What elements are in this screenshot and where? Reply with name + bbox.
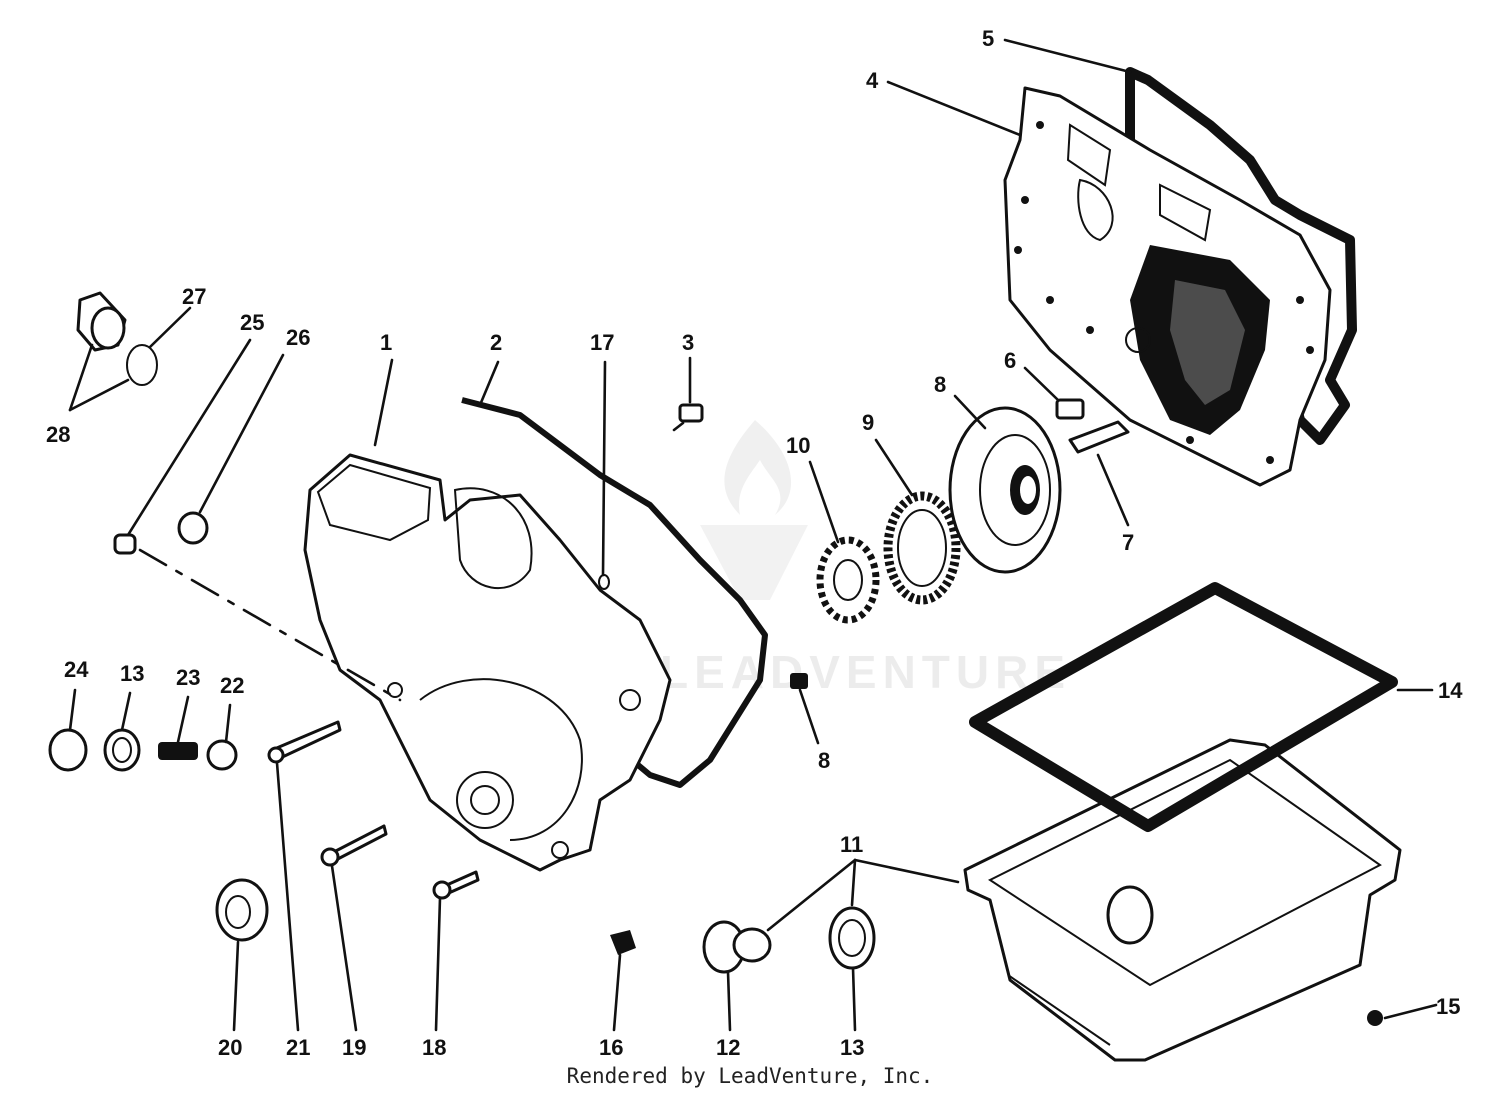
- callout-17: 17: [590, 330, 614, 355]
- callout-18: 18: [422, 1035, 446, 1060]
- callout-23: 23: [176, 665, 200, 690]
- callout-26: 26: [286, 325, 310, 350]
- washer-13-left: [103, 728, 141, 772]
- spring-23: [158, 742, 198, 760]
- gear-case-1: [303, 453, 672, 872]
- callout-19: 19: [342, 1035, 366, 1060]
- callout-8-upper: 8: [934, 372, 946, 397]
- callout-14: 14: [1438, 678, 1463, 703]
- callout-7: 7: [1122, 530, 1134, 555]
- callout-15: 15: [1436, 994, 1460, 1019]
- gear-10: [816, 536, 880, 624]
- gear-case-gasket-2: [461, 397, 768, 788]
- callout-28: 28: [46, 422, 70, 447]
- bolt-15: [1367, 1010, 1383, 1026]
- leader-lines: [68, 38, 1438, 1032]
- callout-21: 21: [286, 1035, 310, 1060]
- footer-credit: Rendered by LeadVenture, Inc.: [566, 1064, 934, 1088]
- callout-9: 9: [862, 410, 874, 435]
- callout-4: 4: [866, 68, 879, 93]
- bolt-18: [432, 870, 480, 900]
- callout-1: 1: [380, 330, 392, 355]
- callout-27: 27: [182, 284, 206, 309]
- callout-3: 3: [682, 330, 694, 355]
- rear-plate-with-gasket: [1003, 67, 1357, 487]
- plug-16: [610, 930, 636, 955]
- oil-pan-gasket-14: [969, 582, 1398, 832]
- callout-5: 5: [982, 26, 994, 51]
- bolt-6: [1055, 398, 1085, 420]
- bolt-3: [672, 403, 704, 432]
- plug-8-small: [790, 673, 808, 689]
- callout-20: 20: [218, 1035, 242, 1060]
- callout-2: 2: [490, 330, 502, 355]
- bolt-19: [320, 824, 388, 867]
- callout-11: 11: [840, 832, 863, 857]
- callout-22: 22: [220, 673, 244, 698]
- callout-10: 10: [786, 433, 810, 458]
- callout-13-left: 13: [120, 661, 144, 686]
- watermark-text: LEADVENTURE: [660, 646, 1071, 698]
- seal-20: [215, 878, 269, 942]
- callout-25: 25: [240, 310, 264, 335]
- watermark-v-icon: [700, 525, 808, 600]
- bushing-25: [113, 533, 137, 555]
- bushing-26: [177, 511, 209, 545]
- plunger-22: [206, 739, 238, 771]
- callout-16: 16: [599, 1035, 623, 1060]
- o-ring-17: [598, 574, 610, 590]
- gear-case-with-gasket: [303, 397, 768, 872]
- drain-plug-12: [702, 920, 772, 974]
- watermark: LEADVENTURE: [660, 420, 1071, 698]
- cap-24: [48, 728, 88, 772]
- o-ring-27: [126, 344, 158, 386]
- gear-assembly: [816, 406, 1062, 624]
- pump-body-8: [948, 406, 1062, 574]
- oil-pan: [963, 738, 1402, 1062]
- callout-13-right: 13: [840, 1035, 864, 1060]
- bolt-7: [1068, 420, 1130, 454]
- callout-24: 24: [64, 657, 89, 682]
- callouts: 1 2 3 4 5 6 7 8 8 9 10 11 12 13 13 14 15…: [46, 26, 1463, 1060]
- washer-13-right: [828, 906, 876, 970]
- bolt-21: [267, 720, 342, 764]
- callout-6: 6: [1004, 348, 1016, 373]
- sensor-28: [76, 291, 127, 352]
- callout-8-lower: 8: [818, 748, 830, 773]
- callout-12: 12: [716, 1035, 740, 1060]
- watermark-flame-icon: [724, 420, 792, 515]
- oil-pan-assembly: [963, 582, 1402, 1062]
